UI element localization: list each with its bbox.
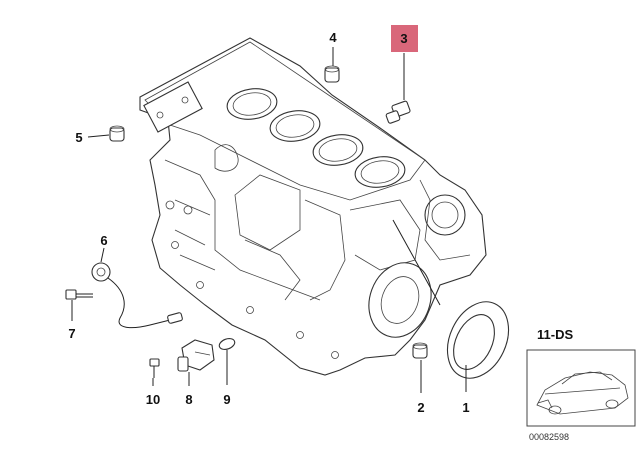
part-8-crank-sensor — [177, 339, 215, 372]
part-9-o-ring — [218, 338, 236, 350]
part-4-dowel-sleeve — [324, 65, 340, 83]
model-code: 11-DS — [537, 327, 573, 342]
callout-10[interactable]: 10 — [146, 392, 160, 407]
engine-block — [139, 37, 487, 376]
part-2-sleeve — [412, 342, 428, 359]
part-7-bolt — [65, 289, 93, 300]
image-number: 00082598 — [529, 432, 569, 442]
callout-6[interactable]: 6 — [100, 233, 107, 248]
part-1-seal-ring — [446, 301, 510, 379]
callout-5[interactable]: 5 — [75, 130, 82, 145]
callout-1[interactable]: 1 — [462, 400, 469, 415]
callout-3-highlight — [391, 25, 418, 52]
part-3-plug-screw — [385, 100, 411, 124]
leader-lines — [71, 47, 467, 393]
part-5-dowel-sleeve — [109, 125, 125, 142]
callout-8[interactable]: 8 — [185, 392, 192, 407]
callout-9[interactable]: 9 — [223, 392, 230, 407]
callout-2[interactable]: 2 — [417, 400, 424, 415]
car-icon — [536, 371, 629, 415]
callouts: 1 2 3 4 5 6 7 8 9 10 — [68, 25, 470, 415]
callout-4[interactable]: 4 — [329, 30, 337, 45]
model-reference: 11-DS 00082598 — [526, 327, 636, 442]
part-6-knock-sensor — [91, 262, 183, 329]
callout-3[interactable]: 3 — [400, 31, 407, 46]
part-10-screw — [149, 358, 160, 378]
callout-7[interactable]: 7 — [68, 326, 75, 341]
